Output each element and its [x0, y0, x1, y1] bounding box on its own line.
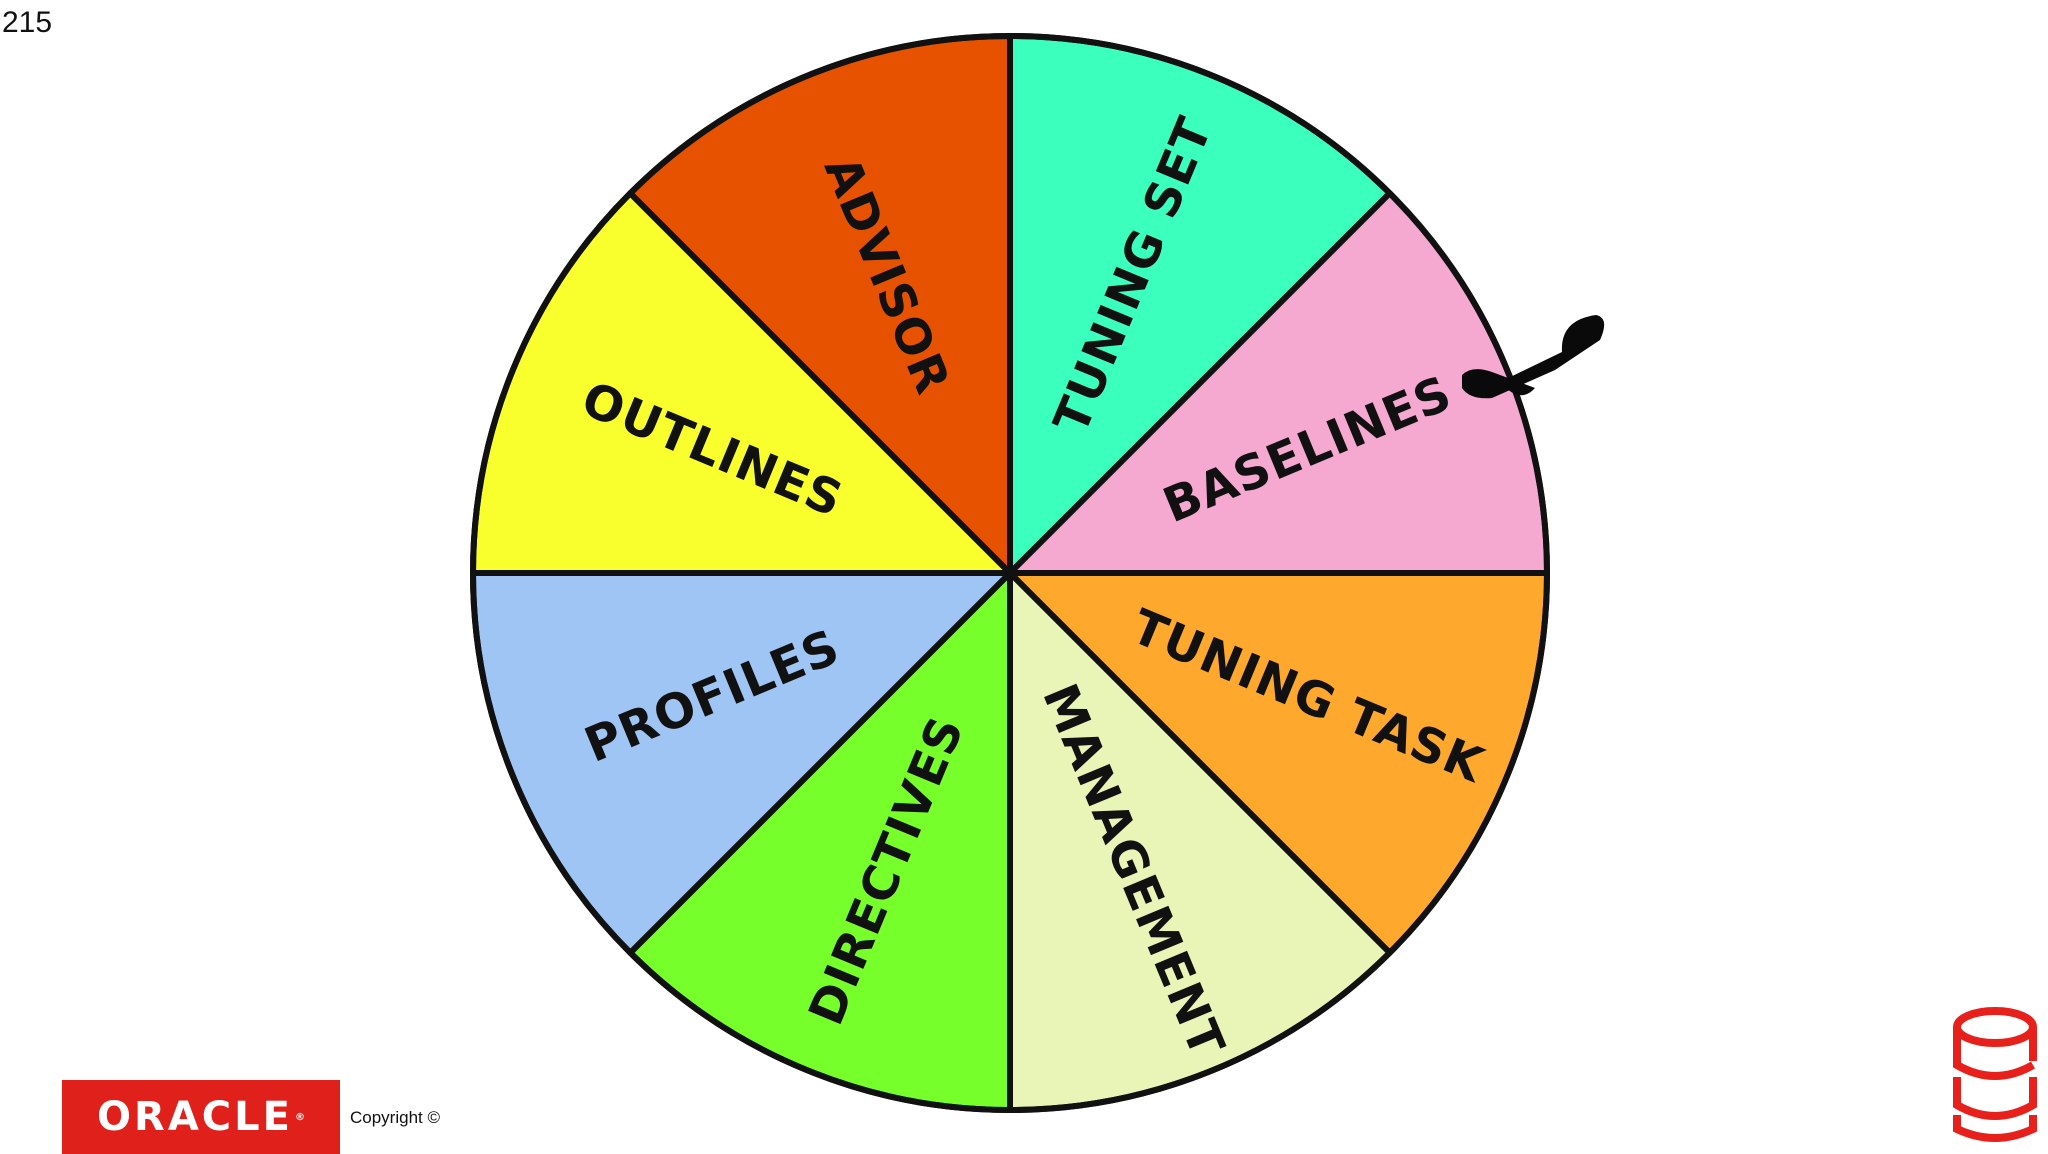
registered-mark: ®	[294, 1111, 305, 1123]
wheel-segments	[470, 33, 1550, 1113]
oracle-logo: ORACLE®	[62, 1080, 340, 1154]
wheel-rim	[470, 33, 1550, 1113]
copyright-text: Copyright ©	[350, 1108, 441, 1127]
page-number: 215	[2, 6, 53, 39]
pointer-icon	[1462, 315, 1605, 399]
oracle-logo-text: ORACLE	[97, 1094, 293, 1140]
database-icon	[1953, 1007, 2037, 1142]
